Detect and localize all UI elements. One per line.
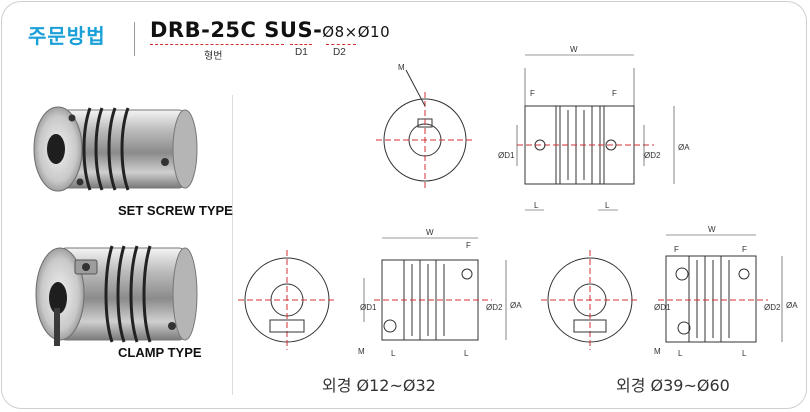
label-a-small: ØA bbox=[510, 301, 522, 310]
label-d2-small: ØD2 bbox=[486, 303, 503, 312]
clamp-coupling-image bbox=[35, 245, 198, 346]
label-f-top-left: F bbox=[530, 89, 535, 98]
section-divider bbox=[232, 95, 233, 395]
clamp-end-view-large bbox=[541, 250, 639, 350]
label-f-large-left: F bbox=[674, 245, 679, 254]
label-w-small: W bbox=[426, 228, 434, 237]
clamp-side-view-large bbox=[658, 234, 783, 343]
label-d1-large: ØD1 bbox=[654, 303, 671, 312]
technical-drawings: W F F L L M ØD1 ØD2 ØA W F ØD1 ØD2 ØA L … bbox=[238, 45, 798, 358]
label-m-large: M bbox=[654, 347, 661, 356]
label-l-top-right: L bbox=[605, 201, 610, 210]
caption-large-range: 외경 Ø39~Ø60 bbox=[616, 376, 730, 395]
product-type-clamp: CLAMP TYPE bbox=[118, 345, 202, 360]
label-l-top-left: L bbox=[534, 201, 539, 210]
label-l-large-right: L bbox=[742, 349, 747, 358]
label-model: 형번 bbox=[204, 51, 223, 62]
label-d1-top: ØD1 bbox=[498, 151, 515, 160]
clamp-end-view-small bbox=[238, 250, 336, 350]
setscrew-side-view bbox=[516, 54, 675, 211]
order-code-d2: Ø10 bbox=[357, 23, 391, 41]
product-type-setscrew: SET SCREW TYPE bbox=[118, 203, 233, 218]
label-d1-small: ØD1 bbox=[360, 303, 377, 312]
label-w-top: W bbox=[570, 45, 578, 54]
label-m-top: M bbox=[398, 63, 405, 72]
label-d2-top: ØD2 bbox=[644, 151, 661, 160]
label-a-large: ØA bbox=[786, 301, 798, 310]
order-code: DRB-25C SUS-Ø8×Ø10 bbox=[150, 18, 390, 42]
label-f-large-right: F bbox=[742, 245, 747, 254]
label-l-small-left: L bbox=[391, 349, 396, 358]
label-d2: D2 bbox=[333, 47, 346, 58]
dimension-labels: W F F L L M ØD1 ØD2 ØA W F ØD1 ØD2 ØA L … bbox=[358, 45, 798, 358]
label-l-small-right: L bbox=[464, 349, 469, 358]
label-a-top: ØA bbox=[678, 143, 690, 152]
caption-small-range: 외경 Ø12~Ø32 bbox=[322, 376, 436, 395]
order-code-main: DRB-25C SUS- bbox=[150, 18, 323, 42]
page-title: 주문방법 bbox=[28, 26, 106, 48]
label-f-top-right: F bbox=[612, 89, 617, 98]
label-f-small: F bbox=[466, 241, 471, 250]
order-code-d1: Ø8 bbox=[322, 23, 345, 41]
underline-d1 bbox=[290, 44, 312, 45]
underline-model bbox=[150, 44, 284, 45]
label-l-large-left: L bbox=[678, 349, 683, 358]
set-screw-coupling-image bbox=[33, 106, 198, 192]
order-code-sep: × bbox=[344, 23, 358, 41]
setscrew-end-view bbox=[376, 69, 474, 188]
underline-d2 bbox=[326, 44, 356, 45]
clamp-side-view-small bbox=[363, 237, 507, 341]
label-d2-large: ØD2 bbox=[764, 303, 781, 312]
label-d1: D1 bbox=[295, 47, 308, 58]
product-illustrations bbox=[33, 106, 198, 346]
title-separator bbox=[134, 22, 135, 56]
label-m-small: M bbox=[358, 347, 365, 356]
label-w-large: W bbox=[708, 225, 716, 234]
